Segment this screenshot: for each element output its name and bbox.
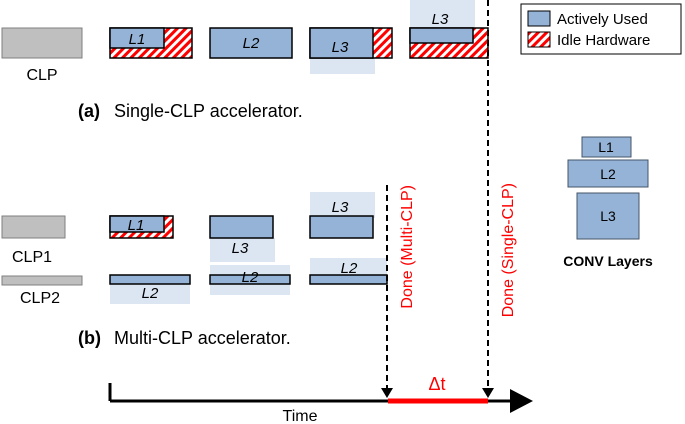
multi-caption-tag: (b) (78, 328, 101, 348)
single-layer-label-2: L2 (243, 35, 260, 52)
time-axis: Δt Time (108, 374, 533, 424)
single-layer-label-1: L1 (129, 31, 146, 48)
single-slot-3-used (309, 27, 374, 59)
single-slot-4-ghost (410, 0, 475, 30)
single-slot-2-used (209, 27, 293, 59)
single-caption-text: Single-CLP accelerator. (114, 101, 303, 121)
multi-caption-text: Multi-CLP accelerator. (114, 328, 291, 348)
done-multi-label: Done (Multi-CLP) (399, 185, 416, 309)
conv-layer-l2 (567, 159, 649, 188)
time-axis-arrowhead (510, 389, 533, 413)
done-single-arrowhead (482, 388, 494, 398)
clp1-label: CLP1 (12, 249, 52, 266)
clp1-block (1, 215, 66, 239)
clp1-layer-label-1: L1 (128, 217, 145, 234)
clp2-layer-label-1: L2 (142, 285, 159, 302)
clp1-slot-3-ghost (310, 192, 375, 218)
done-single-label: Done (Single-CLP) (500, 183, 517, 317)
legend-used-swatch (527, 10, 551, 27)
conv-layer-label-1: L1 (598, 139, 614, 155)
conv-layer-l3 (576, 192, 640, 240)
clp1-slot-1-used (109, 215, 165, 233)
conv-layer-label-3: L3 (600, 208, 616, 224)
clp2-slot-2-used (209, 274, 291, 285)
clp2-slot-1-used (109, 274, 191, 285)
clp2-block (1, 275, 83, 286)
single-clp-section: CLP L1 L2 L3 L3 (a) Single-CLP accelerat… (1, 0, 489, 121)
multi-clp-section: CLP1 CLP2 L1 L3 L3 L2 L2 L2 (b) Multi-CL… (1, 192, 388, 348)
time-label: Time (283, 408, 318, 424)
single-layer-label-4: L3 (432, 11, 449, 28)
clp1-layer-label-3: L3 (332, 199, 349, 216)
done-multi-arrowhead (381, 388, 393, 398)
legend-idle-label: Idle Hardware (557, 32, 650, 49)
clp2-layer-label-2: L2 (242, 269, 259, 286)
clp-label: CLP (26, 67, 57, 84)
clp2-slot-3-ghost (310, 258, 387, 278)
done-markers: Done (Multi-CLP) Done (Single-CLP) (381, 0, 517, 398)
clp1-slot-2-ghost (210, 238, 275, 262)
clp2-layer-label-3: L2 (341, 260, 358, 277)
legend-idle-swatch (527, 31, 551, 48)
clp1-slot-2-used (209, 215, 274, 239)
conv-layer-label-2: L2 (600, 166, 616, 182)
legend-used-label: Actively Used (557, 11, 648, 28)
conv-layers-title: CONV Layers (563, 253, 653, 269)
conv-layers-legend: L1 L2 L3 CONV Layers (563, 136, 653, 269)
clp2-label: CLP2 (20, 290, 60, 307)
single-slot-4-used (409, 27, 474, 44)
single-slot-1-used (109, 27, 165, 49)
conv-layer-l1 (581, 136, 632, 158)
clp1-slot-3-used (309, 215, 374, 239)
legend: Actively Used Idle Hardware (520, 3, 682, 55)
single-caption-tag: (a) (78, 101, 100, 121)
delta-label: Δt (428, 374, 445, 394)
clp1-layer-label-2: L3 (232, 240, 249, 257)
single-layer-label-3: L3 (332, 39, 349, 56)
clp-block (1, 27, 83, 59)
